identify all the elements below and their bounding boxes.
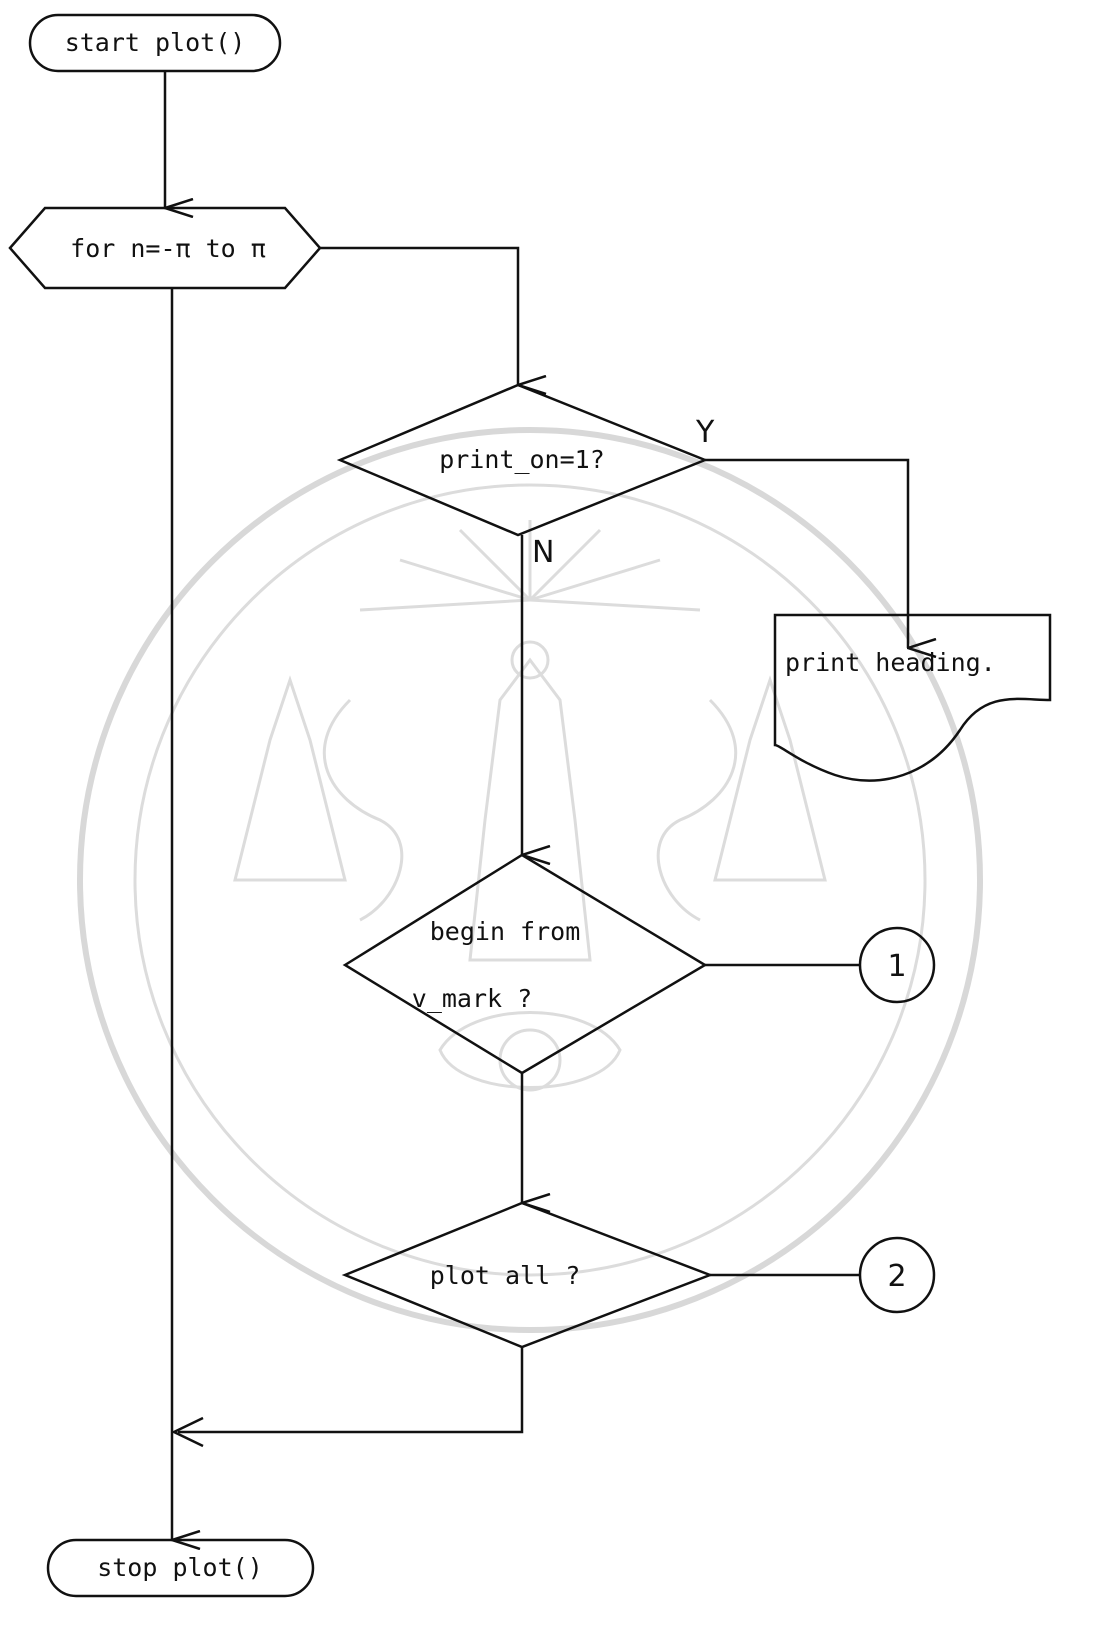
decision-plot-label: plot all ? xyxy=(430,1261,581,1290)
decision-begin-line1: begin from xyxy=(430,917,581,946)
print-heading-label: print heading. xyxy=(785,648,996,677)
stop-terminal: stop plot() xyxy=(46,1538,315,1598)
seal-watermark xyxy=(77,427,983,1333)
loop-hexagon: for n=-π to π xyxy=(8,206,322,290)
connector-2-label: 2 xyxy=(887,1259,906,1294)
start-terminal: start plot() xyxy=(28,13,282,73)
loop-label: for n=-π to π xyxy=(70,234,266,263)
decision-print-on: print_on=1? xyxy=(336,383,709,537)
merge-arrowhead xyxy=(171,1416,204,1448)
decision-begin-line2: v_mark ? xyxy=(412,984,532,1013)
connector-1-label: 1 xyxy=(887,949,906,984)
start-label: start plot() xyxy=(65,28,246,57)
arrow-yes-to-print-heading xyxy=(705,458,908,648)
arrow-loop-to-print-decision xyxy=(320,246,518,385)
no-label: N xyxy=(532,535,554,570)
yes-label: Y xyxy=(695,415,715,450)
decision-plot-all: plot all ? xyxy=(341,1201,714,1349)
decision-begin-from-v-mark: begin from v_mark ? xyxy=(342,853,708,1075)
connector-2: 2 xyxy=(858,1236,936,1314)
connector-1: 1 xyxy=(858,926,936,1004)
line-plot-to-merge xyxy=(178,1347,524,1434)
decision-print-label: print_on=1? xyxy=(439,445,605,474)
print-heading-document: print heading. xyxy=(773,613,1052,782)
stop-label: stop plot() xyxy=(97,1553,263,1582)
